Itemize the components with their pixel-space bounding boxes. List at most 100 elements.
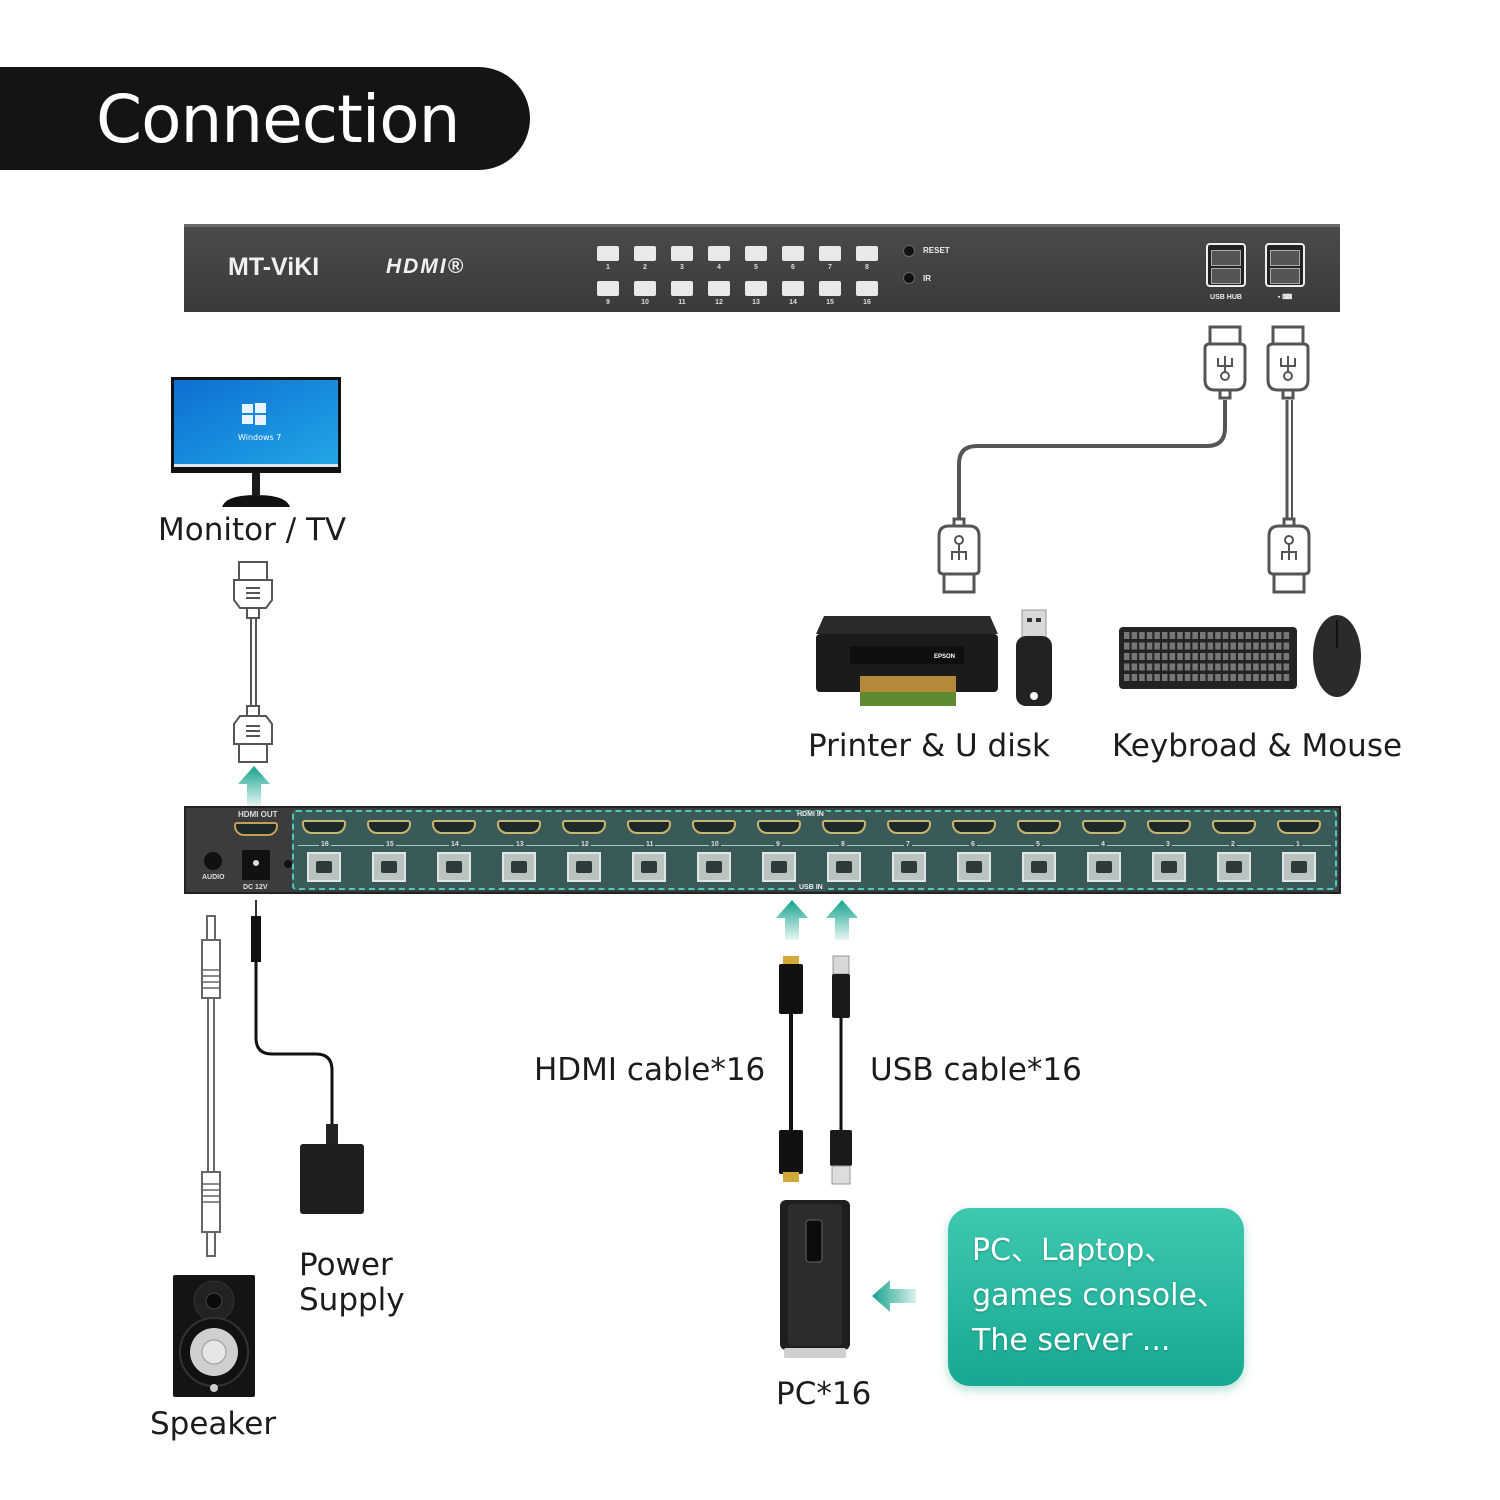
keyboard-key [1253, 663, 1259, 671]
keyboard-key [1276, 642, 1282, 650]
hdmi-in-port [1147, 820, 1191, 834]
rear-port-number: 6 [969, 841, 977, 848]
port-select-button[interactable] [708, 281, 730, 296]
keyboard-key [1222, 674, 1229, 681]
hdmi-in-port [562, 820, 606, 834]
reset-button[interactable] [903, 245, 915, 257]
keyboard-key [1139, 663, 1145, 671]
keyboard-key [1200, 642, 1206, 650]
keyboard-key [1215, 632, 1221, 639]
usb-hub-port [1206, 243, 1246, 287]
keyboard-key [1200, 653, 1206, 660]
port-select-button[interactable] [597, 246, 619, 261]
port-select-button[interactable] [671, 246, 693, 261]
port-select-button[interactable] [819, 246, 841, 261]
port-select-button[interactable] [856, 281, 878, 296]
keyboard-key [1215, 642, 1221, 650]
keyboard-key [1124, 663, 1130, 671]
keyboard-key [1268, 632, 1274, 639]
port-select-button[interactable] [782, 246, 804, 261]
usb-b-in-port [372, 852, 406, 882]
keyboard-key [1131, 642, 1138, 650]
usb-b-in-port [957, 852, 991, 882]
keyboard-key [1222, 663, 1229, 671]
monitor-icon: Windows 7 [171, 377, 341, 507]
keyboard-key [1200, 674, 1206, 681]
speaker-label: Speaker [150, 1406, 277, 1442]
port-number-label: 13 [752, 299, 760, 306]
hdmi-in-port [432, 820, 476, 834]
keyboard-key [1162, 653, 1168, 660]
power-supply-label-line: Power [299, 1247, 393, 1283]
keyboard-key [1238, 632, 1244, 639]
arrow-up-icon [238, 766, 270, 806]
mouse-icon [1313, 615, 1361, 697]
port-select-button[interactable] [671, 281, 693, 296]
hdmi-cable-label: HDMI cable*16 [534, 1052, 766, 1088]
port-number-label: 9 [606, 299, 610, 306]
usb-cable-black-icon [830, 955, 852, 1185]
port-number-label: 14 [789, 299, 797, 306]
hdmi-in-port [1212, 820, 1256, 834]
keyboard-key [1162, 674, 1168, 681]
rear-port-number: 1 [1294, 841, 1302, 848]
usb-b-in-port [567, 852, 601, 882]
keyboard-key [1230, 632, 1236, 639]
port-number-label: 5 [754, 264, 758, 271]
keyboard-key [1253, 653, 1259, 660]
keyboard-key [1184, 632, 1191, 639]
port-number-label: 2 [643, 264, 647, 271]
keyboard-key [1124, 632, 1130, 639]
dc-power-jack [242, 850, 270, 880]
hdmi-in-port [1017, 820, 1061, 834]
keyboard-key [1276, 632, 1282, 639]
keyboard-key [1245, 663, 1252, 671]
keyboard-icon [1119, 627, 1297, 689]
port-select-button[interactable] [856, 246, 878, 261]
port-select-button[interactable] [819, 281, 841, 296]
keyboard-key [1139, 632, 1145, 639]
port-select-button[interactable] [634, 246, 656, 261]
hdmi-cable-icon [233, 561, 273, 763]
rear-port-number: 8 [839, 841, 847, 848]
port-number-label: 12 [715, 299, 723, 306]
monitor-label: Monitor / TV [158, 512, 347, 548]
usb-a-plug-icon [1203, 325, 1247, 400]
port-select-button[interactable] [634, 281, 656, 296]
keyboard-key [1139, 642, 1145, 650]
port-select-button[interactable] [745, 246, 767, 261]
keyboard-key [1131, 663, 1138, 671]
power-supply-label-line: Supply [299, 1282, 405, 1318]
rear-port-number: 3 [1164, 841, 1172, 848]
rear-port-number: 9 [774, 841, 782, 848]
keyboard-key [1260, 632, 1267, 639]
usb-b-in-port [892, 852, 926, 882]
keyboard-key [1260, 674, 1267, 681]
keyboard-key [1192, 674, 1198, 681]
keyboard-key [1169, 653, 1176, 660]
port-select-button[interactable] [782, 281, 804, 296]
rear-port-number: 12 [579, 841, 591, 848]
rear-port-number: 15 [384, 841, 396, 848]
port-number-label: 8 [865, 264, 869, 271]
port-number-label: 4 [717, 264, 721, 271]
port-number-label: 3 [680, 264, 684, 271]
usb-b-in-port [1152, 852, 1186, 882]
port-number-label: 10 [641, 299, 649, 306]
power-cable-icon [251, 900, 364, 1214]
keyboard-key [1276, 663, 1282, 671]
keyboard-key [1245, 674, 1252, 681]
rear-port-number: 11 [644, 841, 656, 848]
usb-b-in-port [1087, 852, 1121, 882]
port-select-button[interactable] [745, 281, 767, 296]
keyboard-key [1184, 674, 1191, 681]
port-select-button[interactable] [708, 246, 730, 261]
hdmi-in-port [822, 820, 866, 834]
printer-brand: EPSON [934, 654, 955, 660]
audio-cable-icon [201, 915, 221, 1257]
keyboard-key [1268, 653, 1274, 660]
brand-logo: MT-ViKI [228, 253, 320, 281]
keyboard-key [1238, 653, 1244, 660]
keyboard-key [1184, 663, 1191, 671]
port-select-button[interactable] [597, 281, 619, 296]
